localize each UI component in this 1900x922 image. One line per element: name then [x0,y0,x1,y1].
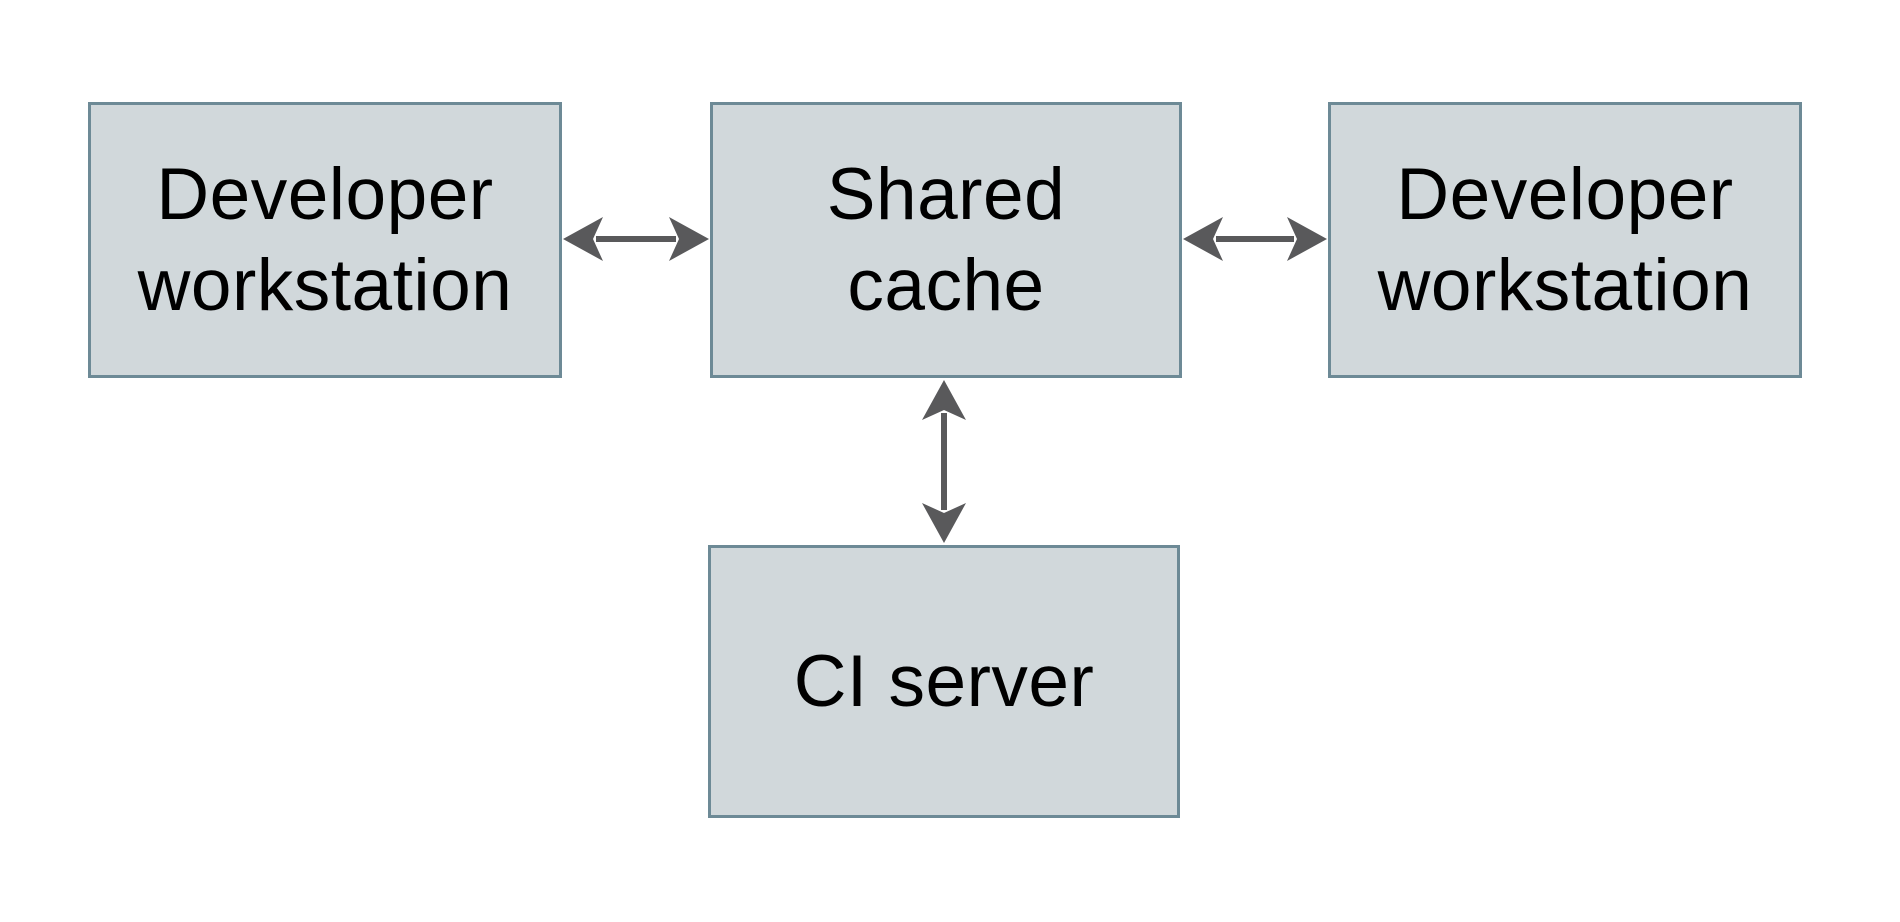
node-label: Developer workstation [137,154,513,326]
arrowhead-left-icon [563,217,603,261]
node-label: CI server [793,641,1095,722]
arrowhead-down-icon [922,503,966,543]
arrowhead-up-icon [922,380,966,420]
arrowhead-left-icon [1183,217,1223,261]
node-shared-cache: Shared cache [710,102,1182,378]
node-label: Developer workstation [1377,154,1753,326]
edge-cache-ciserver [922,380,966,543]
arrowhead-right-icon [669,217,709,261]
edge-cache-devright [1183,217,1327,261]
arrowhead-right-icon [1287,217,1327,261]
node-developer-workstation-right: Developer workstation [1328,102,1802,378]
node-label: Shared cache [826,154,1066,326]
edge-devleft-cache [563,217,709,261]
node-ci-server: CI server [708,545,1180,818]
node-developer-workstation-left: Developer workstation [88,102,562,378]
